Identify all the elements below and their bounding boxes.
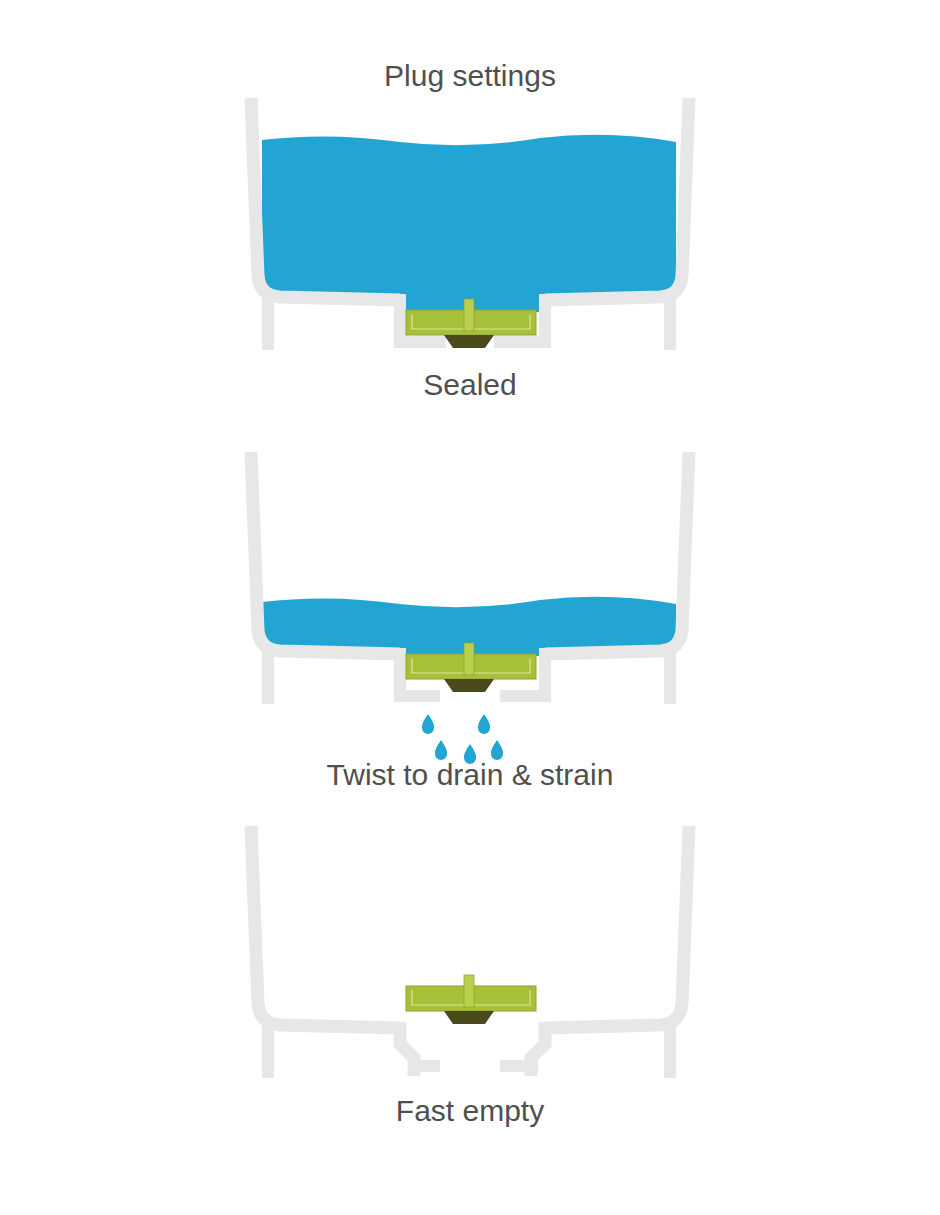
drain-floor [408, 1060, 440, 1072]
drain-wall [400, 294, 545, 342]
sink-bowl [251, 452, 689, 764]
plug-stem [464, 975, 474, 1007]
bowl-leg [262, 296, 274, 350]
bowl-wall [251, 98, 400, 300]
bowl-leg [262, 1024, 274, 1078]
plug [406, 643, 536, 692]
plug-seal [444, 679, 494, 692]
drain-floor [500, 1060, 538, 1072]
plug-stem [464, 643, 474, 675]
water-drop [435, 740, 447, 760]
setting-label: Fast empty [0, 1093, 940, 1129]
bowl-wall [251, 826, 400, 1028]
sink-bowl [251, 98, 689, 350]
water [262, 135, 676, 312]
water-drop [422, 714, 434, 734]
plug [406, 299, 536, 348]
plug-seal [444, 1011, 494, 1024]
bowl-leg [664, 650, 676, 704]
bowl-wall [251, 452, 400, 654]
plug-stem [464, 299, 474, 331]
bowl-wall [545, 826, 689, 1028]
setting-label: Sealed [0, 367, 940, 403]
bowl-leg [262, 650, 274, 704]
diagram-title: Plug settings [0, 58, 940, 94]
water-drop [478, 714, 490, 734]
water-drop [491, 740, 503, 760]
setting-label: Twist to drain & strain [0, 757, 940, 793]
plug-seal [444, 335, 494, 348]
bowl-leg [664, 296, 676, 350]
plug [406, 975, 536, 1024]
bowl-leg [664, 1024, 676, 1078]
sink-bowl [251, 826, 689, 1078]
bowl-wall [545, 452, 689, 654]
bowl-wall [545, 98, 689, 300]
